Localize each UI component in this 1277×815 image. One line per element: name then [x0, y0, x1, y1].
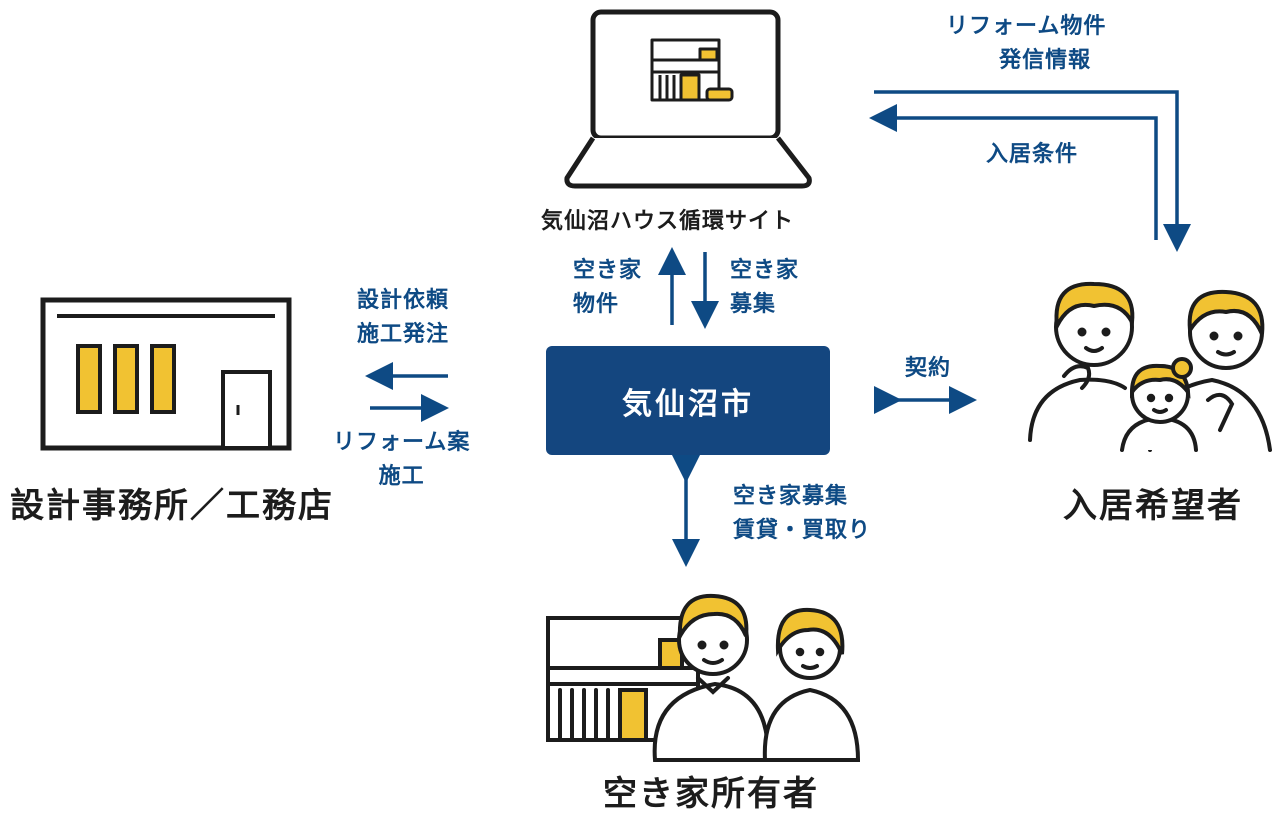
laptop-icon: [564, 9, 812, 189]
edge-label-reform-plan: リフォーム案 施工: [333, 426, 470, 494]
owner-label: 空き家所有者: [603, 774, 819, 814]
edge-label-line: 発信情報: [999, 48, 1092, 73]
arrow-residents-to-site: [869, 104, 1158, 240]
site-label: 気仙沼ハウス循環サイト: [541, 209, 795, 234]
edge-label-akiya-rent: 空き家募集 賃貸・買取り: [733, 480, 871, 548]
edge-label-reform-info: リフォーム物件 発信情報: [946, 10, 1106, 78]
family-icon: [1028, 281, 1272, 452]
city-box: 気仙沼市: [546, 346, 830, 455]
edge-label-line: リフォーム案: [333, 430, 471, 455]
owners-icon: [546, 593, 861, 762]
arrow-site-to-residents: [874, 90, 1191, 252]
edge-label-line: リフォーム物件: [946, 14, 1107, 39]
edge-label-line: 空き家: [730, 258, 800, 283]
edge-label-line: 施工: [378, 464, 425, 489]
edge-label-line: 空き家: [573, 258, 643, 283]
office-label: 設計事務所／工務店: [10, 486, 334, 526]
edge-label-akiya-recruit: 空き家 募集: [730, 254, 799, 322]
edge-label-line: 募集: [730, 292, 777, 317]
edge-label-line: 施工発注: [357, 322, 450, 347]
edge-label-line: 空き家募集: [733, 484, 849, 509]
edge-label-line: 物件: [573, 292, 620, 317]
edge-label-design-request: 設計依頼 施工発注: [357, 284, 449, 352]
office-building-icon: [40, 297, 292, 451]
edge-label-contract: 契約: [905, 356, 952, 381]
edge-label-akiya-property: 空き家 物件: [573, 254, 642, 322]
resident-label: 入居希望者: [1063, 486, 1243, 526]
edge-label-line: 設計依頼: [357, 288, 450, 313]
edge-label-line: 賃貸・買取り: [733, 518, 872, 543]
connectors: [365, 90, 1191, 567]
city-label: 気仙沼市: [622, 386, 754, 422]
edge-label-conditions: 入居条件: [986, 142, 1079, 167]
